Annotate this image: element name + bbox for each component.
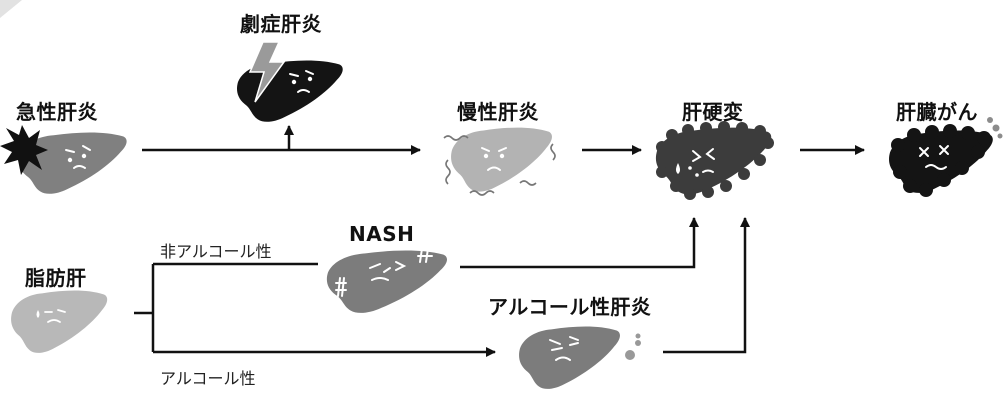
stage-label-nash: NASH (349, 222, 415, 246)
cirrhosis-face-icon (676, 148, 715, 177)
liver-cancer-liver (889, 117, 1003, 197)
cancer-face-icon (919, 145, 949, 170)
fatty-face-icon (36, 309, 66, 323)
branch-from-fatty-liver (134, 264, 155, 352)
nash-scribble-icon (335, 241, 433, 297)
stage-label-alcoholic-hepatitis: アルコール性肝炎 (488, 295, 652, 319)
chronic-face-icon (481, 147, 507, 171)
alcoholic-bubbles-icon (625, 333, 641, 360)
stage-label-chronic-hepatitis: 慢性肝炎 (457, 100, 539, 124)
lightning-icon (248, 41, 286, 103)
stage-label-liver-cancer: 肝臓がん (896, 100, 978, 124)
chronic-wavy-lines-icon (443, 135, 556, 196)
connectors (134, 125, 865, 357)
cirrhosis-liver (655, 121, 774, 200)
alcoholic-face-icon (549, 336, 579, 361)
stage-label-acute-hepatitis: 急性肝炎 (16, 100, 98, 124)
acute-face-icon (65, 145, 91, 169)
nash-liver (326, 250, 448, 313)
stage-label-fatty-liver: 脂肪肝 (25, 266, 87, 290)
arrow-alcoholic-to-cirrhosis (663, 217, 750, 354)
corner-tab (0, 0, 22, 18)
stage-label-cirrhosis: 肝硬変 (682, 100, 744, 124)
condition-label-alcoholic: アルコール性 (160, 369, 256, 388)
impact-burst-icon (0, 125, 48, 175)
alcoholic-hepatitis-liver (519, 326, 620, 389)
condition-label-non-alcoholic: 非アルコール性 (160, 242, 272, 261)
arrow-nash-to-cirrhosis (460, 217, 699, 269)
fulminant-face-icon (289, 70, 314, 93)
stage-label-fulminant-hepatitis: 劇症肝炎 (240, 12, 322, 36)
